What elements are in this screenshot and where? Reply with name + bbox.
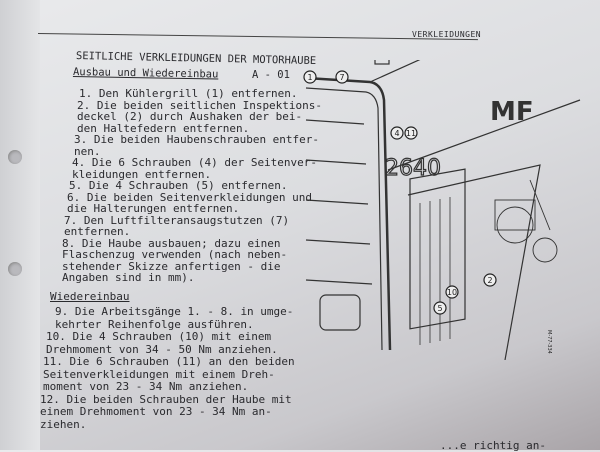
step: 7. Den Luftfilteransaugstutzen (7) entfe…: [64, 213, 290, 238]
grille-bars: [305, 119, 373, 285]
svg-text:1: 1: [307, 73, 312, 82]
binder-edge: [0, 0, 40, 450]
svg-text:11: 11: [406, 129, 416, 138]
step: 4. Die 6 Schrauben (4) der Seitenver- kl…: [72, 156, 318, 181]
step: 10. Die 4 Schrauben (10) mit einem Drehm…: [46, 330, 278, 356]
inspection-cover: [409, 168, 466, 330]
section-header: VERKLEIDUNGEN: [412, 30, 482, 39]
step: 2. Die beiden seitlichen Inspektions- de…: [77, 98, 323, 135]
tractor-hood-illustration: 2640 MF 1 7 4 11 2 10 5 M-77-334: [303, 60, 581, 360]
section-code: A - 01: [252, 69, 290, 81]
grille-frame: [305, 76, 392, 351]
hood-top: [369, 60, 421, 83]
callout-2: 2: [483, 273, 497, 287]
svg-text:10: 10: [447, 288, 457, 297]
page-title: SEITLICHE VERKLEIDUNGEN DER MOTORHAUBE: [75, 50, 317, 68]
step: 12. Die beiden Schrauben der Haube mit e…: [40, 392, 292, 431]
brand-logo: MF: [490, 97, 534, 127]
callout-11: 11: [404, 126, 418, 140]
step: 1. Den Kühlergrill (1) entfernen.: [79, 87, 298, 100]
callout-7: 7: [335, 70, 349, 84]
callout-10: 10: [445, 285, 459, 299]
engine-detail: [494, 179, 558, 263]
svg-text:5: 5: [437, 304, 442, 313]
headlight: [319, 294, 361, 331]
air-intake-stub: [374, 60, 390, 65]
removal-steps: 1. Den Kühlergrill (1) entfernen. 2. Die…: [0, 88, 322, 284]
grille-frame-inner: [305, 87, 383, 351]
svg-text:7: 7: [339, 73, 344, 82]
reinstall-heading: Wiedereinbau: [50, 290, 130, 303]
model-number: 2640: [385, 156, 441, 181]
partial-text: ...e richtig an-: [440, 439, 546, 452]
subtitle: Ausbau und Wiedereinbau: [72, 66, 219, 81]
callout-4: 4: [390, 126, 404, 140]
binder-hole: [8, 262, 22, 276]
figure-code: M-77-334: [546, 330, 552, 354]
step: 3. Die beiden Haubenschrauben entfer- ne…: [74, 133, 320, 158]
step: 11. Die 6 Schrauben (11) an den beiden S…: [43, 355, 295, 393]
svg-text:4: 4: [394, 129, 399, 138]
svg-text:2: 2: [487, 276, 492, 285]
hood-side-line: [387, 99, 581, 171]
step: 8. Die Haube ausbauen; dazu einen Flasch…: [62, 236, 288, 284]
step: 5. Die 4 Schrauben (5) entfernen.: [69, 179, 288, 192]
step: 9. Die Arbeitsgänge 1. - 8. in umge- keh…: [55, 305, 294, 331]
side-panel: [407, 164, 541, 360]
step: 6. Die beiden Seitenverkleidungen und di…: [67, 190, 313, 215]
cover-louvres: [419, 197, 451, 345]
callout-5: 5: [433, 301, 447, 315]
reinstall-steps: 9. Die Arbeitsgänge 1. - 8. in umge- keh…: [0, 305, 295, 431]
binder-hole: [8, 150, 22, 164]
callout-1: 1: [303, 70, 317, 84]
